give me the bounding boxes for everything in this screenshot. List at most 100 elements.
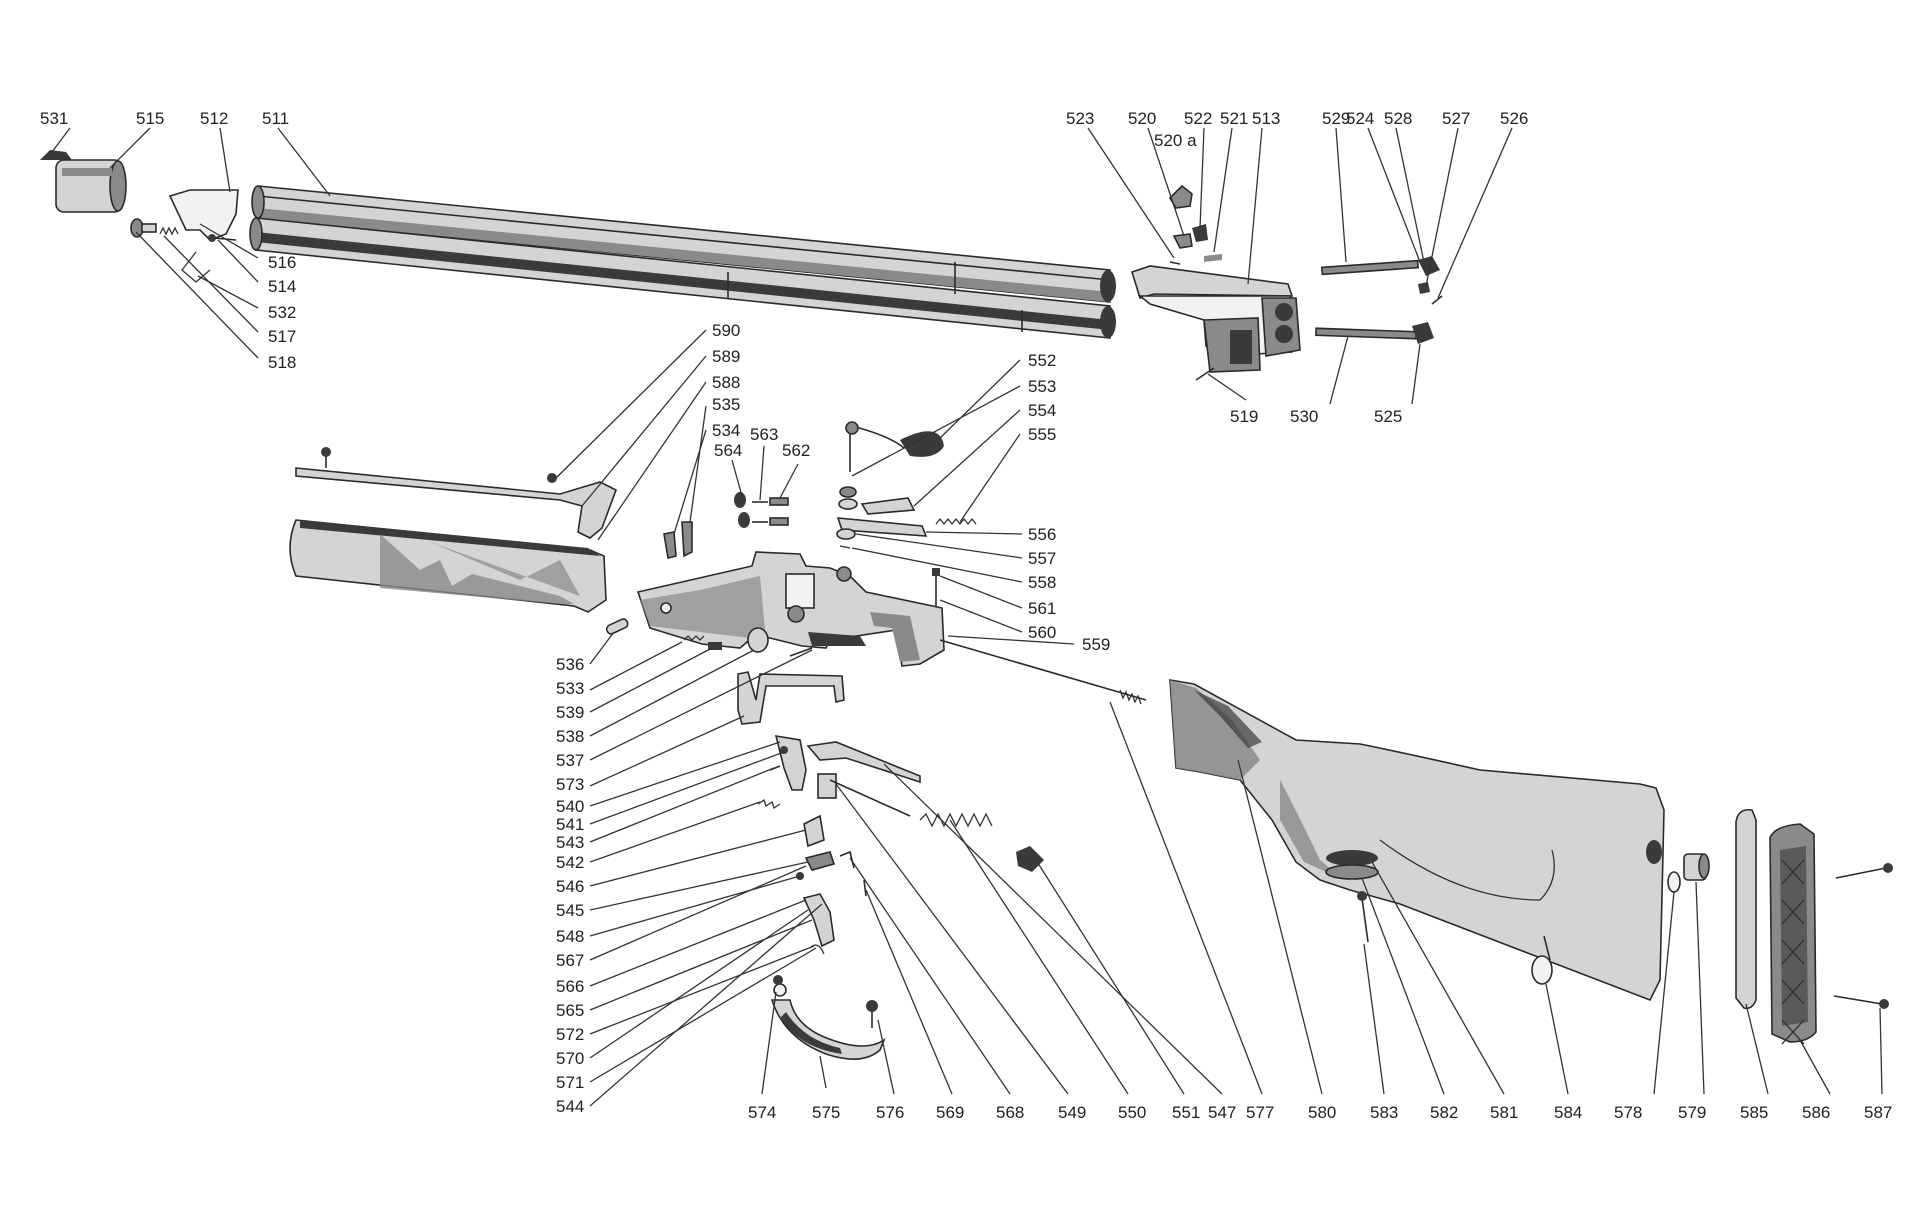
- top-lever-552: [838, 421, 944, 510]
- label-585: 585: [1740, 1103, 1768, 1122]
- label-569: 569: [936, 1103, 964, 1122]
- grip-cap-581: [1326, 850, 1378, 866]
- pin-567: [863, 879, 867, 897]
- label-581: 581: [1490, 1103, 1518, 1122]
- pin-539: [708, 642, 722, 650]
- safety-545: [804, 850, 855, 871]
- part-546: [803, 814, 825, 848]
- recoil-pad-586: [1769, 823, 1817, 1045]
- label-586: 586: [1802, 1103, 1830, 1122]
- label-533: 533: [556, 679, 584, 698]
- pin-526: [1431, 295, 1443, 305]
- label-534: 534: [712, 421, 740, 440]
- screws-562: [769, 497, 789, 526]
- plunger-551: [817, 773, 911, 817]
- spring-549: [1016, 846, 1044, 872]
- label-545: 545: [556, 901, 584, 920]
- label-516: 516: [268, 253, 296, 272]
- label-583: 583: [1370, 1103, 1398, 1122]
- stock-bolt-559: [939, 639, 1147, 705]
- label-524: 524: [1346, 109, 1374, 128]
- part-523: [1169, 261, 1181, 265]
- label-576: 576: [876, 1103, 904, 1122]
- label-519: 519: [1230, 407, 1258, 426]
- label-535: 535: [712, 395, 740, 414]
- label-554: 554: [1028, 401, 1056, 420]
- spring-555: [935, 517, 977, 526]
- label-590: 590: [712, 321, 740, 340]
- label-566: 566: [556, 977, 584, 996]
- screw-590: [321, 447, 331, 468]
- label-580: 580: [1308, 1103, 1336, 1122]
- nut-564: [734, 492, 750, 528]
- trigger-566: [802, 893, 835, 948]
- screw-576: [866, 1000, 878, 1028]
- pin-537: [789, 647, 813, 657]
- label-564: 564: [714, 441, 742, 460]
- receiver-assembly: [605, 421, 1147, 705]
- label-572: 572: [556, 1025, 584, 1044]
- stock-assembly: [1169, 679, 1893, 1045]
- part-522: [1192, 224, 1208, 242]
- label-563: 563: [750, 425, 778, 444]
- label-518: 518: [268, 353, 296, 372]
- label-556: 556: [1028, 525, 1056, 544]
- label-551: 551: [1172, 1103, 1200, 1122]
- label-514: 514: [268, 277, 296, 296]
- label-557: 557: [1028, 549, 1056, 568]
- striker-529: [1320, 256, 1440, 276]
- screws-587: [1833, 863, 1893, 1009]
- label-561: 561: [1028, 599, 1056, 618]
- label-573: 573: [556, 775, 584, 794]
- spacer-plate-585: [1735, 808, 1757, 1010]
- pin-536: [605, 618, 629, 635]
- washer-578: [1667, 871, 1681, 893]
- striker-530: [1315, 322, 1434, 344]
- label-558: 558: [1028, 573, 1056, 592]
- part-527: [1418, 282, 1430, 294]
- label-513: 513: [1252, 109, 1280, 128]
- part-520: [1172, 233, 1193, 249]
- label-542: 542: [556, 853, 584, 872]
- label-565: 565: [556, 1001, 584, 1020]
- pin-541: [780, 746, 788, 754]
- label-579: 579: [1678, 1103, 1706, 1122]
- screw-574: [773, 975, 783, 985]
- label-578: 578: [1614, 1103, 1642, 1122]
- forend-assembly: [289, 447, 693, 613]
- breech-block-513: [1131, 265, 1301, 373]
- breech-assembly: [1131, 184, 1443, 381]
- label-547: 547: [1208, 1103, 1236, 1122]
- muzzle-band-515: [55, 159, 127, 213]
- label-588: 588: [712, 373, 740, 392]
- screws-563: [752, 501, 768, 523]
- label-562: 562: [782, 441, 810, 460]
- label-523: 523: [1066, 109, 1094, 128]
- screw-589: [547, 473, 557, 483]
- label-538: 538: [556, 727, 584, 746]
- label-544: 544: [556, 1097, 584, 1116]
- label-526: 526: [1500, 109, 1528, 128]
- label-555: 555: [1028, 425, 1056, 444]
- part-520a: [1168, 184, 1193, 209]
- label-520a: 520 a: [1154, 131, 1197, 150]
- pin-534: [663, 531, 677, 559]
- barrel-assembly: [40, 150, 1116, 339]
- sling-swivel-584: [1531, 935, 1553, 985]
- label-548: 548: [556, 927, 584, 946]
- label-570: 570: [556, 1049, 584, 1068]
- label-589: 589: [712, 347, 740, 366]
- barrels-511: [249, 185, 1116, 339]
- label-543: 543: [556, 833, 584, 852]
- part-labels: 531 515 512 511 516 514 532 517 518 523 …: [40, 109, 1892, 1122]
- buttstock-577: [1169, 679, 1665, 1002]
- label-574: 574: [748, 1103, 776, 1122]
- label-530: 530: [1290, 407, 1318, 426]
- label-571: 571: [556, 1073, 584, 1092]
- label-553: 553: [1028, 377, 1056, 396]
- label-577: 577: [1246, 1103, 1274, 1122]
- label-539: 539: [556, 703, 584, 722]
- pin-535: [681, 521, 693, 558]
- label-549: 549: [1058, 1103, 1086, 1122]
